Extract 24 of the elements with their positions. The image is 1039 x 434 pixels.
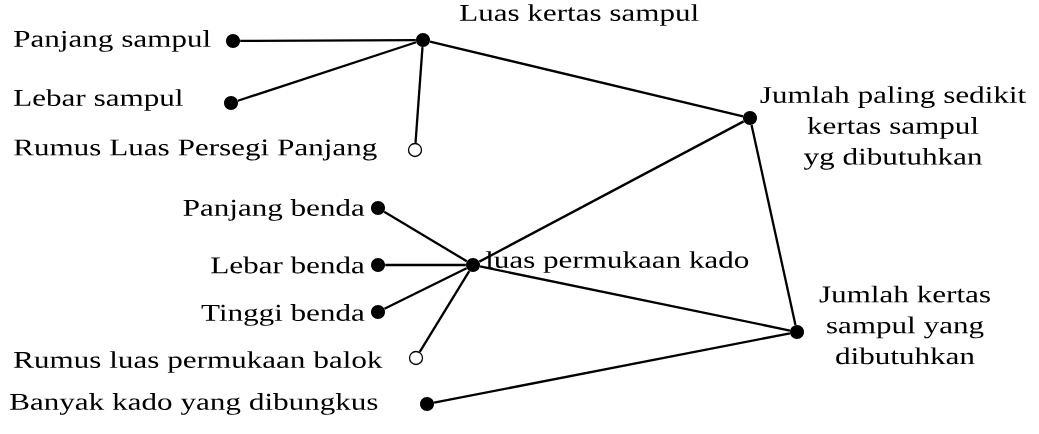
node-label: Jumlah kertas sampul yang dibutuhkan — [819, 285, 990, 365]
connector-line — [478, 120, 745, 263]
connector-line — [479, 265, 791, 332]
connector-line — [240, 38, 416, 43]
node-label: Luas kertas sampul — [460, 4, 699, 26]
connector-line — [750, 124, 797, 326]
node-label: Rumus luas permukaan balok — [14, 351, 383, 373]
connector-line — [383, 210, 468, 263]
connector-line — [418, 270, 471, 353]
connector-line — [237, 41, 417, 102]
connector-line — [385, 263, 466, 267]
node-label: Banyak kado yang dibungkus — [10, 393, 378, 415]
node-label: Tinggi benda — [201, 304, 365, 326]
node-label: luas permukaan kado — [485, 251, 749, 273]
node-label: Rumus Luas Persegi Panjang — [14, 139, 377, 161]
node-label: Panjang benda — [183, 199, 365, 221]
connector-line — [383, 267, 468, 310]
node-label: Panjang sampul — [14, 30, 211, 52]
node-label: Lebar sampul — [14, 89, 183, 111]
node-label: Lebar benda — [211, 256, 365, 274]
connector-line — [429, 40, 744, 118]
connector-line — [414, 47, 424, 143]
node-label: Jumlah paling sedikit kertas sampul yg dibutuhkan — [760, 86, 1026, 170]
connector-line — [433, 332, 791, 404]
